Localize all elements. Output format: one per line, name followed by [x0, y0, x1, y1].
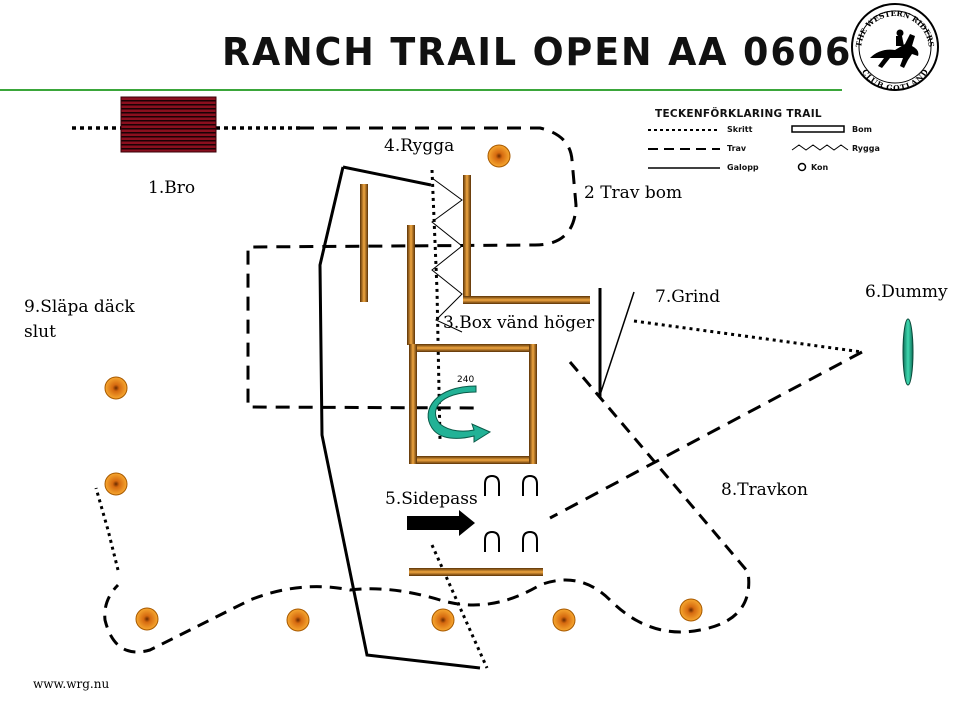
legend-cone-label: Kon: [811, 163, 829, 172]
legend-lope-label: Galopp: [727, 163, 759, 172]
page-title: RANCH TRAIL OPEN AA 060618: [222, 30, 907, 74]
cone-icon: [286, 608, 310, 632]
back-up-zigzag: [431, 177, 463, 333]
cone-icon: [679, 598, 703, 622]
back-up-pole-right: [407, 225, 415, 345]
lope-path: [318, 165, 481, 670]
back-up-pole-left: [360, 184, 368, 302]
turn-right-arrow: [427, 385, 492, 443]
cone-icon: [135, 607, 159, 631]
trot-path-loop: [246, 126, 578, 410]
trot-path-travkon: [549, 350, 863, 520]
logo-top-text: THE WESTERN RIDERS: [854, 9, 936, 48]
bridge-obstacle: [120, 96, 217, 153]
label-gate: 7.Grind: [655, 287, 721, 307]
label-finish: slut: [24, 322, 56, 342]
box-pole-top: [409, 344, 537, 352]
horse-rider-icon: [870, 29, 919, 68]
label-back-up: 4.Rygga: [384, 136, 455, 156]
horseshoe-icon: [522, 474, 538, 496]
trot-pole-horizontal: [463, 296, 590, 304]
legend-cone-symbol: [797, 162, 807, 172]
sidepass-arrow: [407, 510, 475, 536]
label-drag-tire: 9.Släpa däck: [24, 297, 135, 317]
horseshoe-icon: [484, 474, 500, 496]
legend-backup-symbol: [791, 144, 849, 151]
logo-bottom-text: CLUB GOTLAND: [860, 67, 930, 92]
box-pole-bottom: [409, 456, 537, 464]
box-pole-right: [529, 344, 537, 464]
horseshoe-icon: [484, 530, 500, 552]
legend: [648, 125, 849, 172]
sidepass-pole: [409, 568, 543, 576]
footer-url[interactable]: www.wrg.nu: [33, 677, 110, 691]
walk-path-bottom: [430, 544, 489, 669]
walk-path-center: [430, 169, 442, 441]
box-pole-left: [409, 344, 417, 464]
club-logo: [851, 3, 939, 91]
horseshoe-icon: [522, 530, 538, 552]
label-trot-cones: 8.Travkon: [721, 480, 808, 500]
legend-pole-symbol: [791, 125, 845, 133]
walk-path-finish: [94, 487, 120, 571]
cone-icon: [487, 144, 511, 168]
legend-walk-label: Skritt: [727, 125, 753, 134]
label-box-turn: 3.Box vänd höger: [443, 313, 595, 333]
cone-icon: [552, 608, 576, 632]
label-dummy: 6.Dummy: [865, 282, 948, 302]
turn-angle-label: 240: [457, 375, 475, 385]
walk-path-dummy: [633, 319, 863, 354]
cone-icon: [104, 472, 128, 496]
legend-backup-label: Rygga: [852, 144, 880, 153]
label-sidepass: 5.Sidepass: [385, 489, 478, 509]
legend-trot-label: Trav: [727, 144, 747, 153]
gate-swing: [599, 291, 635, 396]
cone-icon: [104, 376, 128, 400]
cone-icon: [431, 608, 455, 632]
label-trot-poles: 2 Trav bom: [584, 183, 683, 203]
title-underline: [0, 89, 842, 91]
label-bridge: 1.Bro: [148, 178, 196, 198]
legend-pole-label: Bom: [852, 125, 872, 134]
dummy-obstacle: [902, 318, 914, 386]
legend-title: TECKENFÖRKLARING TRAIL: [655, 108, 822, 120]
trot-pole-vertical: [463, 175, 471, 302]
